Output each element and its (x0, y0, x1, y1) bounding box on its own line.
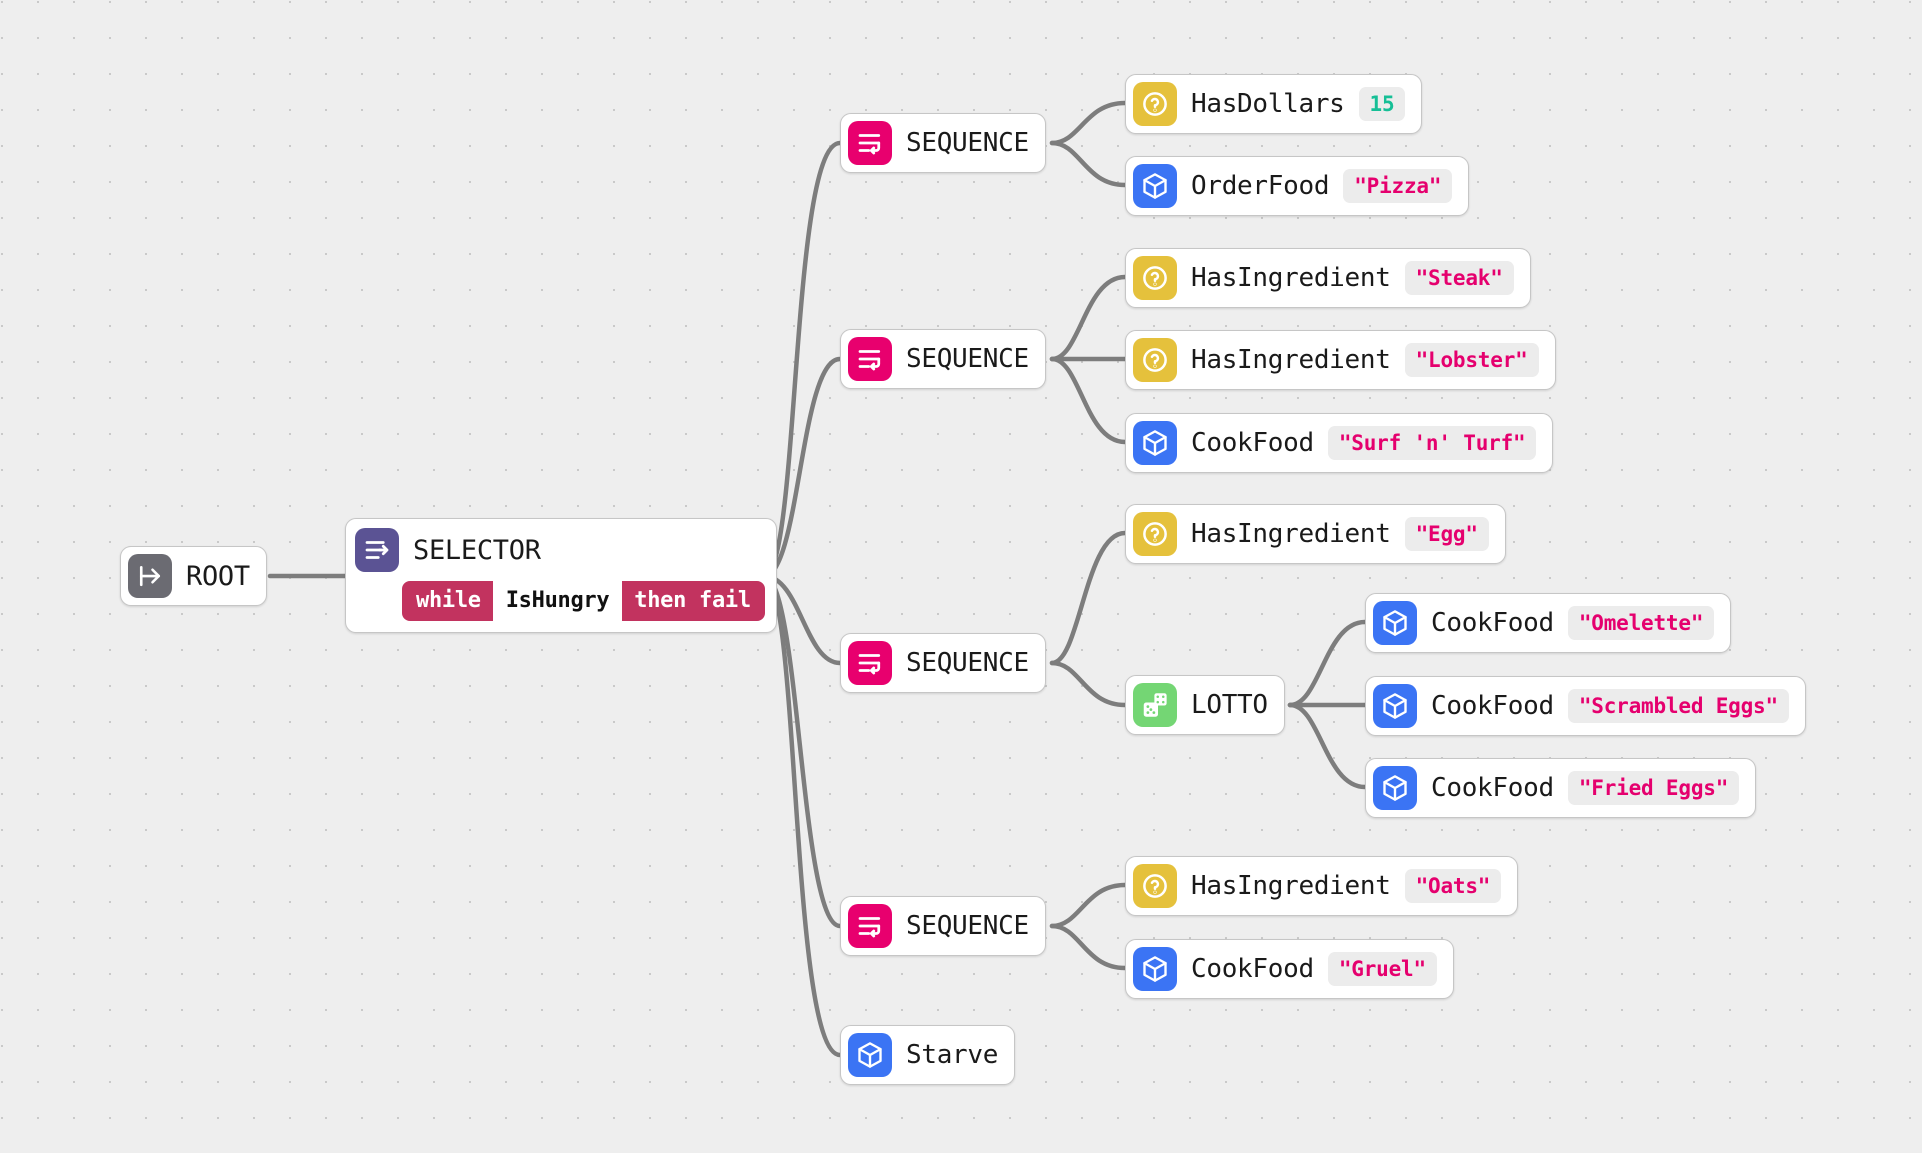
node-cook-fried[interactable]: CookFood "Fried Eggs" (1365, 758, 1757, 818)
node-has-dollars[interactable]: HasDollars 15 (1125, 74, 1423, 134)
sequence-loop-icon (848, 337, 892, 381)
edge-seqgruel-cookgruel (1049, 923, 1128, 971)
question-mark-icon (1133, 82, 1177, 126)
question-mark-icon (1133, 338, 1177, 382)
node-root[interactable]: ROOT (120, 546, 267, 606)
node-starve[interactable]: Starve (840, 1025, 1016, 1085)
node-has-lobster-label: HasIngredient (1191, 345, 1391, 375)
node-has-dollars-param[interactable]: 15 (1358, 87, 1406, 121)
edge-selector-seq-gruel (761, 573, 843, 929)
question-mark-icon (1133, 256, 1177, 300)
node-cook-fried-label: CookFood (1431, 773, 1554, 803)
decorator-keyword-then-fail: then fail (634, 588, 751, 613)
edge-selector-seq-pizza (761, 140, 843, 579)
node-has-oats-label: HasIngredient (1191, 871, 1391, 901)
node-has-egg[interactable]: HasIngredient "Egg" (1125, 504, 1506, 564)
edge-lotto-omelette (1287, 619, 1368, 708)
cube-icon (1133, 947, 1177, 991)
node-cook-fried-param[interactable]: "Fried Eggs" (1567, 771, 1740, 805)
node-sequence-surf[interactable]: SEQUENCE (840, 329, 1046, 389)
node-cook-scrambled-param[interactable]: "Scrambled Eggs" (1567, 689, 1789, 723)
cube-icon (848, 1033, 892, 1077)
node-sequence-gruel-label: SEQUENCE (906, 911, 1029, 941)
cube-icon (1373, 601, 1417, 645)
edge-seqegg-lotto (1049, 660, 1128, 708)
node-has-egg-label: HasIngredient (1191, 519, 1391, 549)
node-cook-surf[interactable]: CookFood "Surf 'n' Turf" (1125, 413, 1554, 473)
node-has-lobster-param[interactable]: "Lobster" (1404, 343, 1539, 377)
node-has-oats-param[interactable]: "Oats" (1404, 869, 1502, 903)
node-cook-omelette[interactable]: CookFood "Omelette" (1365, 593, 1732, 653)
sequence-loop-icon (848, 121, 892, 165)
node-lotto[interactable]: LOTTO (1125, 675, 1285, 735)
decorator-keyword-while: while (416, 588, 481, 613)
node-has-oats[interactable]: HasIngredient "Oats" (1125, 856, 1519, 916)
edge-lotto-fried (1287, 702, 1368, 790)
decorator-condition-value[interactable]: IsHungry (492, 581, 623, 621)
cube-icon (1373, 766, 1417, 810)
node-sequence-gruel[interactable]: SEQUENCE (840, 896, 1046, 956)
node-cook-gruel[interactable]: CookFood "Gruel" (1125, 939, 1454, 999)
question-mark-icon (1133, 864, 1177, 908)
node-selector-label: SELECTOR (413, 534, 541, 566)
node-sequence-egg-label: SEQUENCE (906, 648, 1029, 678)
node-cook-scrambled[interactable]: CookFood "Scrambled Eggs" (1365, 676, 1806, 736)
node-cook-omelette-label: CookFood (1431, 608, 1554, 638)
node-has-dollars-label: HasDollars (1191, 89, 1345, 119)
node-root-label: ROOT (186, 560, 250, 592)
node-has-steak[interactable]: HasIngredient "Steak" (1125, 248, 1531, 308)
selector-lines-arrow-icon (355, 528, 399, 572)
sequence-loop-icon (848, 904, 892, 948)
cube-icon (1133, 164, 1177, 208)
edge-selector-starve (761, 573, 843, 1058)
node-cook-surf-param[interactable]: "Surf 'n' Turf" (1327, 426, 1537, 460)
node-cook-scrambled-label: CookFood (1431, 691, 1554, 721)
node-order-food-param[interactable]: "Pizza" (1343, 169, 1453, 203)
sequence-loop-icon (848, 641, 892, 685)
edge-seqsurf-cooksurf (1049, 356, 1128, 445)
node-sequence-surf-label: SEQUENCE (906, 344, 1029, 374)
node-selector-header: SELECTOR (355, 528, 765, 572)
selector-decorator[interactable]: while IsHungry then fail (402, 581, 765, 621)
node-starve-label: Starve (906, 1040, 999, 1070)
edge-seqgruel-oats (1049, 882, 1128, 929)
node-has-steak-label: HasIngredient (1191, 263, 1391, 293)
edge-seqsurf-steak (1049, 274, 1128, 362)
node-cook-omelette-param[interactable]: "Omelette" (1567, 606, 1715, 640)
node-order-food[interactable]: OrderFood "Pizza" (1125, 156, 1470, 216)
cube-icon (1133, 421, 1177, 465)
node-selector[interactable]: SELECTOR while IsHungry then fail (345, 518, 777, 633)
dice-icon (1133, 683, 1177, 727)
node-order-food-label: OrderFood (1191, 171, 1330, 201)
edge-seqpizza-hasdollars (1049, 100, 1128, 146)
node-has-egg-param[interactable]: "Egg" (1404, 517, 1489, 551)
node-cook-surf-label: CookFood (1191, 428, 1314, 458)
node-sequence-pizza[interactable]: SEQUENCE (840, 113, 1046, 173)
node-has-steak-param[interactable]: "Steak" (1404, 261, 1514, 295)
edge-seqegg-hasegg (1049, 530, 1128, 666)
question-mark-icon (1133, 512, 1177, 556)
node-sequence-pizza-label: SEQUENCE (906, 128, 1029, 158)
edge-seqpizza-orderfood (1049, 140, 1128, 188)
node-lotto-label: LOTTO (1191, 690, 1268, 720)
node-sequence-egg[interactable]: SEQUENCE (840, 633, 1046, 693)
root-arrow-icon (128, 554, 172, 598)
node-cook-gruel-param[interactable]: "Gruel" (1327, 952, 1437, 986)
node-has-lobster[interactable]: HasIngredient "Lobster" (1125, 330, 1556, 390)
cube-icon (1373, 684, 1417, 728)
node-cook-gruel-label: CookFood (1191, 954, 1314, 984)
